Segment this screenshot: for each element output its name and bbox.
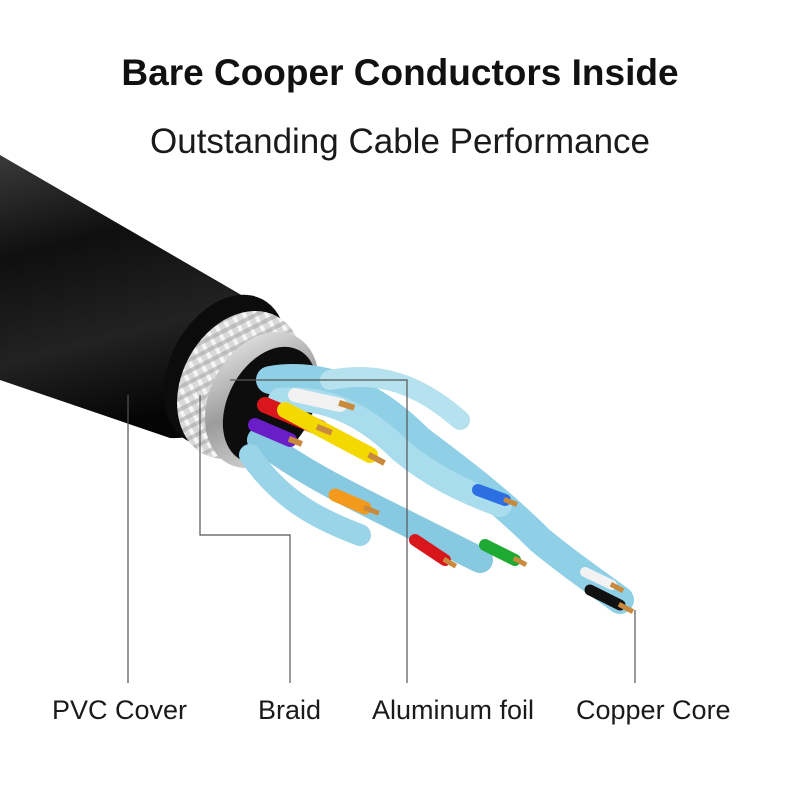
- label-pvc-cover: PVC Cover: [52, 695, 188, 725]
- leader-aluminum-foil: [230, 379, 408, 683]
- leader-braid: [199, 395, 291, 683]
- copper-core-tips: [287, 400, 635, 614]
- foil-shield-pairs: [239, 364, 634, 614]
- page-subtitle: Outstanding Cable Performance: [150, 122, 650, 161]
- label-aluminum-foil: Aluminum foil: [372, 695, 535, 725]
- callout-lines: [127, 379, 636, 683]
- label-braid: Braid: [258, 695, 322, 725]
- page-title: Bare Cooper Conductors Inside: [121, 52, 679, 93]
- label-copper-core: Copper Core: [576, 695, 731, 725]
